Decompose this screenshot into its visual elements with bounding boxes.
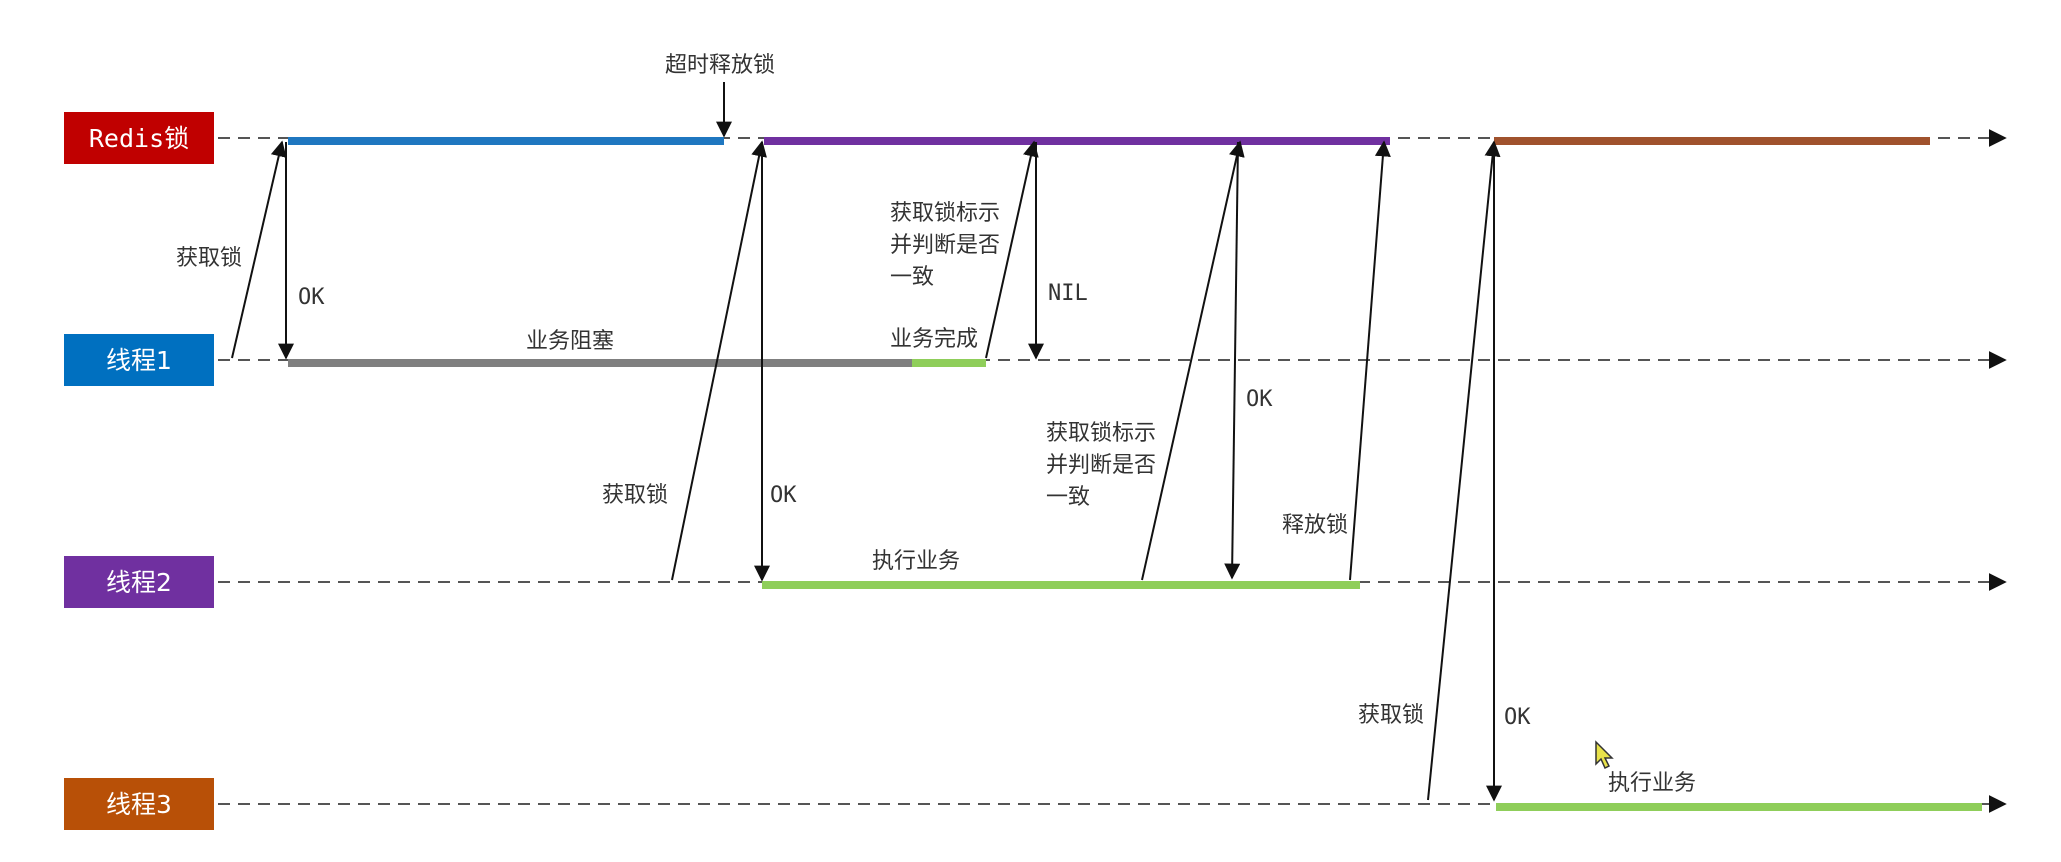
label-check-lock-id-1-line2: 并判断是否 [890,233,1000,258]
label-ok-4: OK [1504,705,1531,730]
arrow-thread3-acquire-lock [1427,140,1501,801]
lane-thread2-label: 线程2 [106,568,172,597]
label-nil: NIL [1048,281,1088,306]
lane-redis: Redis锁 [64,112,214,164]
arrow-thread1-acquire-lock [231,140,287,359]
lane-thread1-box [64,334,214,386]
label-acquire-lock-1: 获取锁 [176,246,242,271]
label-ok-2: OK [770,483,797,508]
lane-thread2-box [64,556,214,608]
label-acquire-lock-2: 获取锁 [602,483,668,508]
activity-segments [288,137,1982,811]
label-check-lock-id-1-line1: 获取锁标示 [890,201,1000,226]
label-business-done: 业务完成 [890,327,978,352]
lane-thread3-label: 线程3 [106,790,172,819]
label-check-lock-id-2-line3: 一致 [1046,485,1090,510]
lane-thread3-box [64,778,214,830]
lane-thread3: 线程3 [64,778,214,830]
label-execute-business-3: 执行业务 [1608,771,1696,796]
arrow-thread2-check-lock-id [1141,140,1245,581]
annotations: 超时释放锁 获取锁 OK 业务阻塞 业务完成 获取锁标示 并判断是否 一致 NI… [176,53,1696,796]
label-ok-3: OK [1246,387,1273,412]
arrow-ok-to-thread2-check [1224,141,1241,580]
label-release-lock: 释放锁 [1282,513,1348,538]
lane-thread1: 线程1 [64,334,214,386]
label-check-lock-id-2-line2: 并判断是否 [1046,453,1156,478]
label-check-lock-id-1-line3: 一致 [890,265,934,290]
lane-thread2: 线程2 [64,556,214,608]
label-business-blocked: 业务阻塞 [526,329,614,354]
arrow-thread2-acquire-lock [671,140,767,581]
message-arrows [231,82,1502,802]
arrow-thread1-check-lock-id [985,140,1039,359]
lane-thread1-label: 线程1 [106,346,172,375]
label-ok-1: OK [298,285,325,310]
mouse-cursor-icon [1595,740,1614,770]
label-timeout-release: 超时释放锁 [665,53,775,78]
label-execute-business-2: 执行业务 [872,549,960,574]
arrow-thread2-release-lock [1349,140,1391,581]
lane-redis-box [64,112,214,164]
label-check-lock-id-2-line1: 获取锁标示 [1046,421,1156,446]
label-acquire-lock-3: 获取锁 [1358,703,1424,728]
lane-redis-label: Redis锁 [89,124,189,153]
